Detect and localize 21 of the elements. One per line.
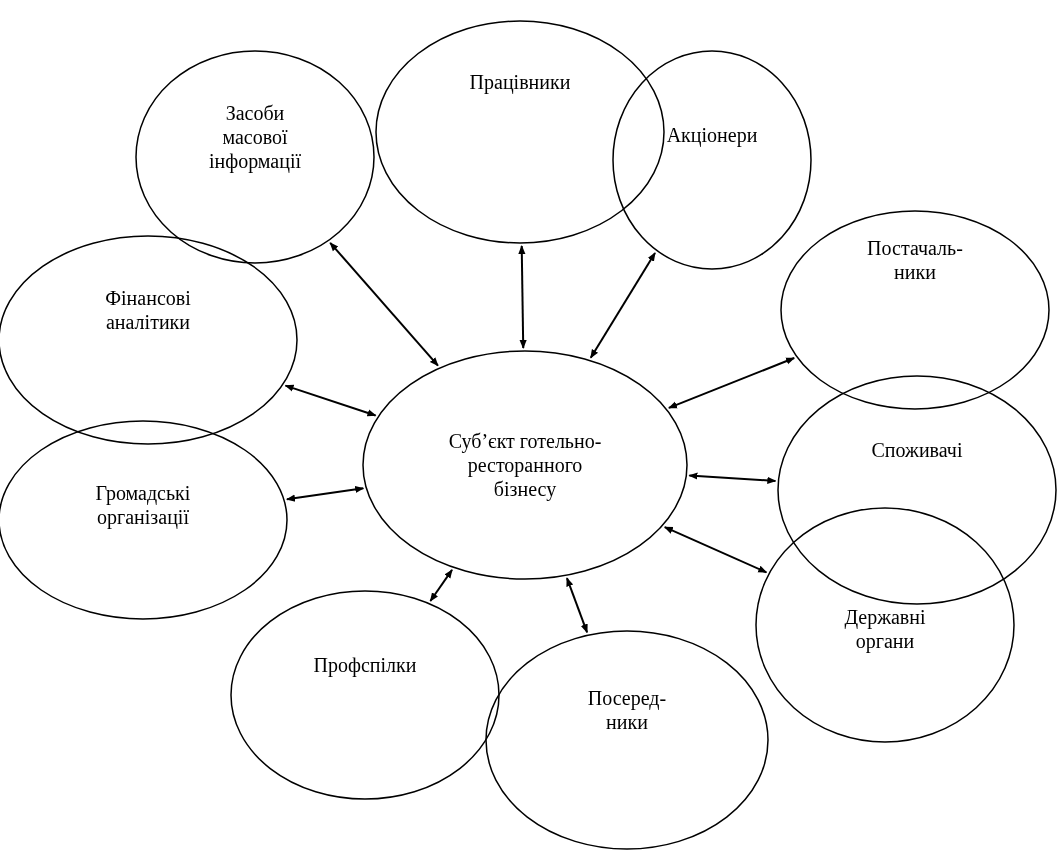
- double-arrow: [285, 485, 365, 502]
- node-label: Акціонери: [665, 123, 759, 147]
- node-label: Державні органи: [843, 605, 927, 653]
- node-label: Громадські організації: [94, 481, 192, 529]
- double-arrow: [518, 245, 527, 349]
- node-label: Профспілки: [312, 653, 418, 677]
- double-arrow: [688, 472, 777, 485]
- node-label: Посеред-ники: [586, 686, 668, 734]
- double-arrow: [667, 357, 796, 409]
- node-label: Постачаль-ники: [866, 236, 964, 284]
- double-arrow: [663, 526, 768, 574]
- double-arrow: [284, 384, 377, 417]
- node-label: Суб’єкт готельно-ресторанного бізнесу: [447, 429, 603, 501]
- double-arrow: [429, 568, 454, 602]
- double-arrow: [589, 251, 657, 359]
- double-arrow: [329, 241, 439, 367]
- node-label: Працівники: [468, 70, 572, 94]
- double-arrow: [565, 577, 589, 634]
- node-label: Засоби масової інформації: [207, 101, 303, 173]
- node-label: Фінансові аналітики: [104, 286, 192, 334]
- node-label: Споживачі: [870, 438, 964, 462]
